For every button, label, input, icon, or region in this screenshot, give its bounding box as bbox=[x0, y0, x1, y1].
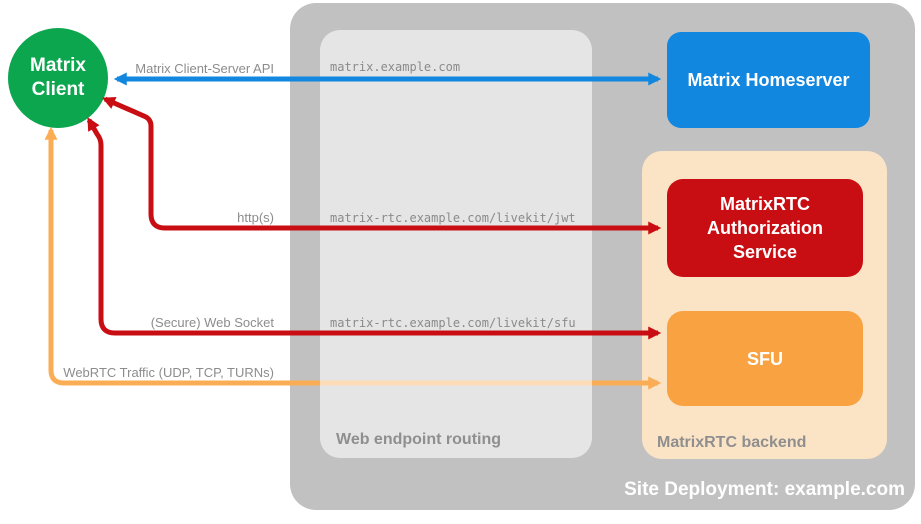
matrixrtc-authorization-service-node: MatrixRTC Authorization Service bbox=[667, 179, 863, 277]
matrix-client-label: Matrix Client bbox=[30, 55, 86, 100]
web-endpoint-routing-label: Web endpoint routing bbox=[336, 431, 502, 448]
matrixrtc-backend-label: MatrixRTC backend bbox=[657, 434, 807, 451]
web-endpoint-routing-box: Web endpoint routing bbox=[320, 30, 592, 458]
site-deployment-label: Site Deployment: example.com bbox=[624, 479, 905, 500]
sfu-node: SFU bbox=[667, 311, 863, 406]
matrix-homeserver-node: Matrix Homeserver bbox=[667, 32, 870, 128]
endpoint-url-livekit-jwt: matrix-rtc.example.com/livekit/jwt bbox=[330, 211, 576, 225]
matrixrtc-authorization-service-label: MatrixRTC Authorization Service bbox=[707, 194, 823, 262]
endpoint-url-matrix: matrix.example.com bbox=[330, 60, 461, 74]
webrtc-traffic-label: WebRTC Traffic (UDP, TCP, TURNs) bbox=[63, 365, 274, 380]
client-server-api-label: Matrix Client-Server API bbox=[135, 61, 274, 76]
endpoint-url-livekit-sfu: matrix-rtc.example.com/livekit/sfu bbox=[330, 316, 576, 330]
matrix-client-node: Matrix Client bbox=[8, 28, 108, 128]
matrix-homeserver-label: Matrix Homeserver bbox=[687, 70, 850, 90]
sfu-label: SFU bbox=[747, 348, 783, 369]
websocket-label: (Secure) Web Socket bbox=[150, 315, 274, 330]
https-label: http(s) bbox=[237, 210, 274, 225]
